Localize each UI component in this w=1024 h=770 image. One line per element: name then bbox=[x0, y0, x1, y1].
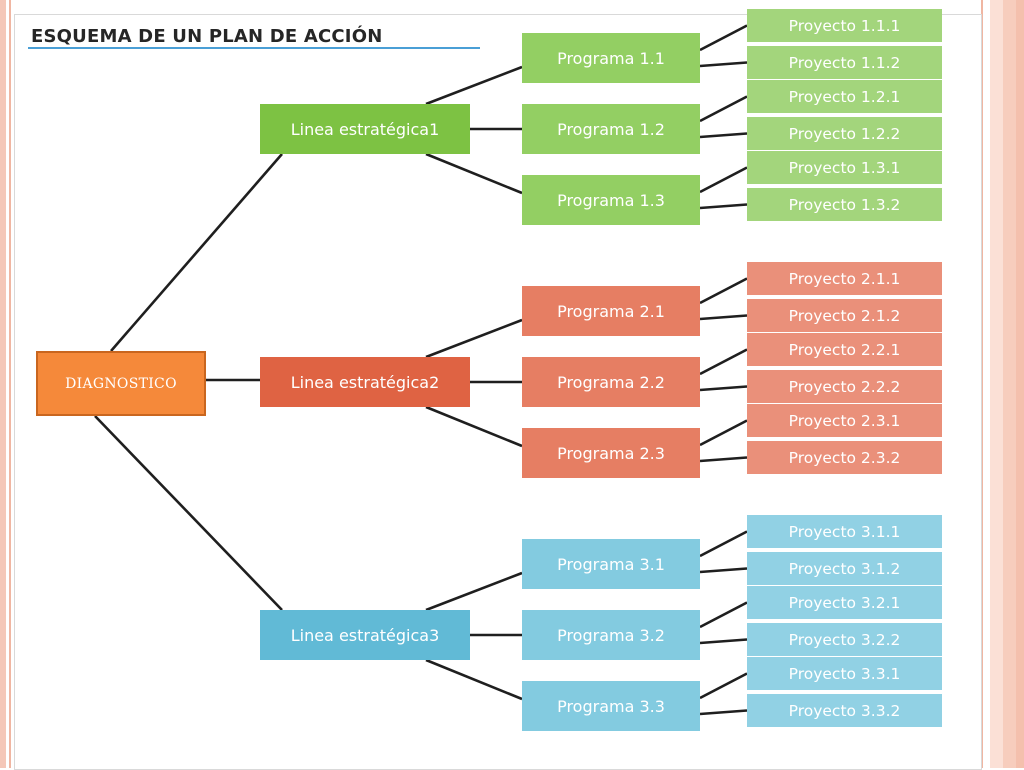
program-node-3-3: Programa 3.3 bbox=[522, 681, 700, 731]
line-node-label: Linea estratégica bbox=[290, 372, 430, 392]
program-node-3-2: Programa 3.2 bbox=[522, 610, 700, 660]
connector-program-project bbox=[699, 567, 748, 574]
program-node-1-3: Programa 1.3 bbox=[522, 175, 700, 225]
connector-program-project bbox=[699, 61, 748, 68]
project-node-2-3-2: Proyecto 2.3.2 bbox=[747, 441, 942, 474]
connector-line-program bbox=[425, 65, 523, 106]
project-node-2-2-1: Proyecto 2.2.1 bbox=[747, 333, 942, 366]
connector-program-project bbox=[699, 348, 748, 376]
project-node-2-3-1: Proyecto 2.3.1 bbox=[747, 404, 942, 437]
project-node-3-3-2: Proyecto 3.3.2 bbox=[747, 694, 942, 727]
program-node-2-3: Programa 2.3 bbox=[522, 428, 700, 478]
program-node-1-1: Programa 1.1 bbox=[522, 33, 700, 83]
connector-program-project bbox=[699, 24, 748, 52]
slide-frame-right-edge bbox=[1016, 0, 1024, 768]
root-node-diagnostico: DIAGNOSTICO bbox=[36, 351, 206, 416]
connector-root-line-1 bbox=[110, 153, 283, 352]
project-node-1-1-2: Proyecto 1.1.2 bbox=[747, 46, 942, 79]
connector-program-project bbox=[699, 277, 748, 305]
project-node-2-1-1: Proyecto 2.1.1 bbox=[747, 262, 942, 295]
project-node-1-3-1: Proyecto 1.3.1 bbox=[747, 151, 942, 184]
project-node-3-2-2: Proyecto 3.2.2 bbox=[747, 623, 942, 656]
project-node-1-1-1: Proyecto 1.1.1 bbox=[747, 9, 942, 42]
connector-line-program bbox=[425, 318, 523, 359]
program-node-2-2: Programa 2.2 bbox=[522, 357, 700, 407]
connector-program-project bbox=[699, 638, 748, 645]
line-node-number: 3 bbox=[429, 625, 440, 645]
connector-line-program bbox=[425, 658, 523, 701]
project-node-3-1-2: Proyecto 3.1.2 bbox=[747, 552, 942, 585]
connector-program-project bbox=[699, 166, 748, 194]
connector-root-line-3 bbox=[94, 415, 283, 611]
connector-program-project bbox=[699, 385, 748, 392]
connector-line-program bbox=[425, 405, 523, 448]
connector-program-project bbox=[699, 132, 748, 139]
line-node-label: Linea estratégica bbox=[290, 119, 430, 139]
slide-frame-right-line bbox=[981, 0, 983, 768]
project-node-1-2-2: Proyecto 1.2.2 bbox=[747, 117, 942, 150]
program-node-2-1: Programa 2.1 bbox=[522, 286, 700, 336]
slide-frame-left-line bbox=[9, 0, 11, 768]
project-node-3-1-1: Proyecto 3.1.1 bbox=[747, 515, 942, 548]
project-node-2-1-2: Proyecto 2.1.2 bbox=[747, 299, 942, 332]
connector-program-project bbox=[699, 672, 748, 700]
connector-line-program bbox=[425, 571, 523, 612]
connector-program-project bbox=[699, 314, 748, 321]
connector-program-project bbox=[699, 709, 748, 716]
project-node-1-2-1: Proyecto 1.2.1 bbox=[747, 80, 942, 113]
line-node-number: 2 bbox=[429, 372, 440, 392]
connector-program-project bbox=[699, 95, 748, 123]
diagram-title: ESQUEMA DE UN PLAN DE ACCIÓN bbox=[31, 26, 383, 47]
connector-program-project bbox=[699, 456, 748, 463]
connector-program-project bbox=[699, 419, 748, 447]
connector-program-project bbox=[699, 530, 748, 558]
title-underline bbox=[28, 47, 480, 49]
project-node-1-3-2: Proyecto 1.3.2 bbox=[747, 188, 942, 221]
project-node-3-2-1: Proyecto 3.2.1 bbox=[747, 586, 942, 619]
project-node-2-2-2: Proyecto 2.2.2 bbox=[747, 370, 942, 403]
connector-line-program bbox=[425, 152, 523, 195]
project-node-3-3-1: Proyecto 3.3.1 bbox=[747, 657, 942, 690]
connector-program-project bbox=[699, 601, 748, 629]
line-node-label: Linea estratégica bbox=[290, 625, 430, 645]
program-node-1-2: Programa 1.2 bbox=[522, 104, 700, 154]
program-node-3-1: Programa 3.1 bbox=[522, 539, 700, 589]
connector-program-project bbox=[699, 203, 748, 210]
line-node-number: 1 bbox=[429, 119, 440, 139]
slide-frame-left bbox=[0, 0, 6, 768]
